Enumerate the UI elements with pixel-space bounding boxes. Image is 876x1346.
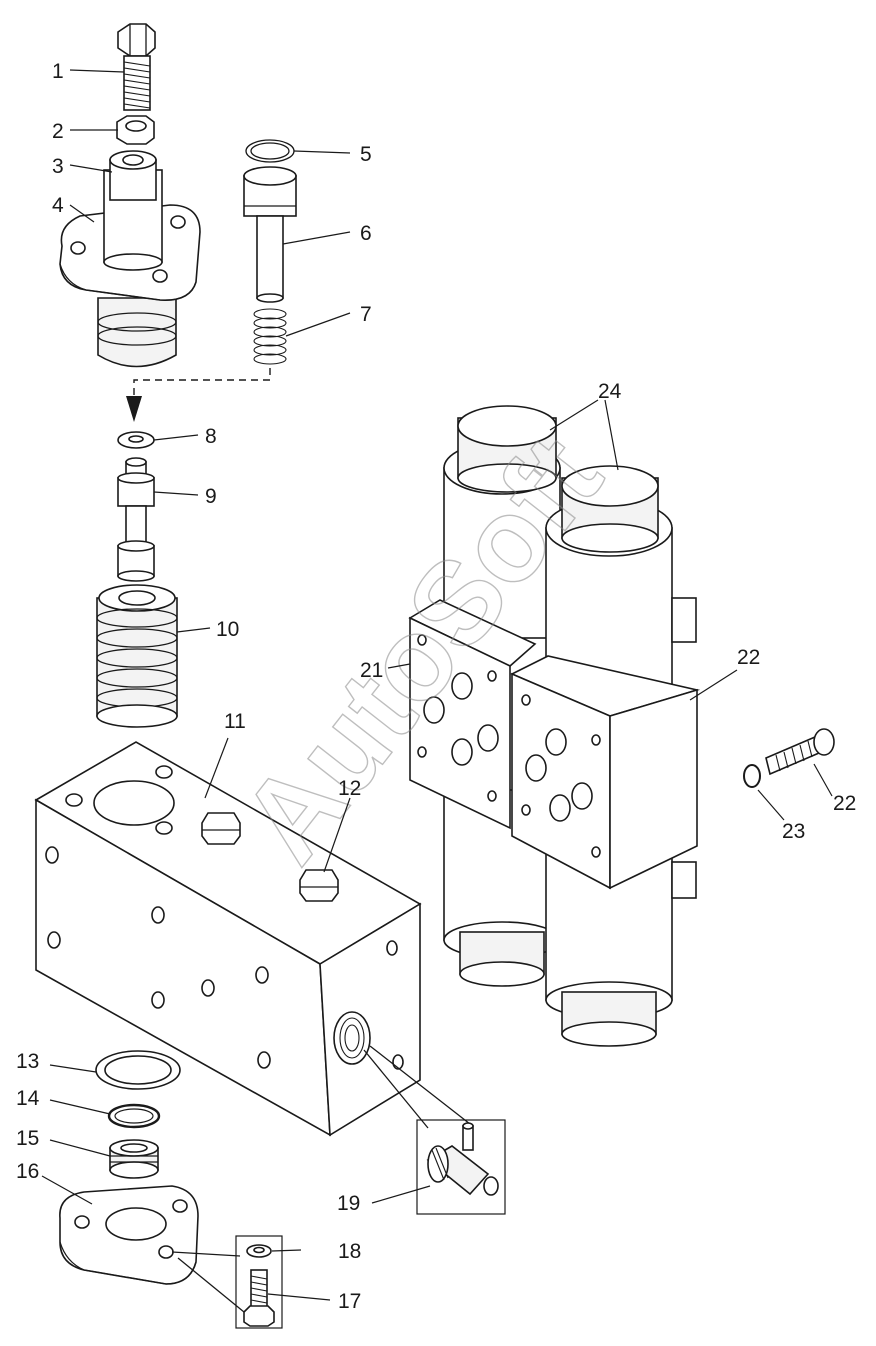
callout-11: 11	[224, 710, 246, 733]
part-19-fitting-detail	[363, 1045, 506, 1215]
part-7-spring	[253, 308, 287, 365]
callout-13: 13	[16, 1050, 39, 1073]
solenoid-valve-front	[510, 465, 701, 1047]
callout-14: 14	[16, 1087, 40, 1110]
callout-23: 23	[782, 820, 805, 843]
part-14-o-ring	[107, 1103, 161, 1129]
callout-5: 5	[360, 143, 372, 166]
callout-19: 19	[337, 1192, 360, 1215]
part-2-nut	[116, 115, 155, 145]
solenoid-valve-rear	[408, 405, 561, 987]
callout-10: 10	[216, 618, 239, 641]
part-17-bolt	[243, 1269, 275, 1327]
callout-21: 21	[360, 659, 383, 682]
callout-22-screw: 22	[833, 792, 856, 815]
callout-1: 1	[52, 60, 64, 83]
part-10-cartridge	[96, 584, 178, 728]
part-11-manifold-block	[34, 741, 422, 1137]
callout-12: 12	[338, 777, 361, 800]
part-12-plug	[201, 812, 339, 902]
callout-8: 8	[205, 425, 217, 448]
callout-22: 22	[737, 646, 760, 669]
callout-6: 6	[360, 222, 372, 245]
part-1-bolt	[117, 23, 156, 111]
part-23-washer	[743, 764, 761, 788]
part-4-flange-housing	[59, 150, 201, 368]
callout-labels: 1 2 3 4 5 6 7 8 9 10 11 12 13 14 15 16 1…	[16, 60, 856, 1313]
part-9-spool	[117, 457, 155, 582]
assembly-arrow	[126, 368, 271, 422]
callout-17: 17	[338, 1290, 361, 1313]
part-5-o-ring	[245, 139, 295, 163]
callout-15: 15	[16, 1127, 39, 1150]
part-13-seal-ring	[95, 1050, 181, 1090]
callout-3: 3	[52, 155, 64, 178]
part-18-washer	[246, 1244, 272, 1258]
leader-lines	[41, 69, 833, 1301]
part-15-insert	[109, 1139, 159, 1179]
callout-4: 4	[52, 194, 64, 217]
callout-18: 18	[338, 1240, 361, 1263]
part-22-screw	[765, 728, 835, 776]
callout-7: 7	[360, 303, 372, 326]
callout-16: 16	[16, 1160, 39, 1183]
callout-24: 24	[598, 380, 622, 403]
callout-2: 2	[52, 120, 64, 143]
callout-9: 9	[205, 485, 217, 508]
part-6-plunger	[243, 166, 297, 303]
part-16-cover-flange	[59, 1185, 199, 1285]
fastener-detail-box	[171, 1235, 283, 1329]
part-8-washer	[117, 431, 155, 449]
